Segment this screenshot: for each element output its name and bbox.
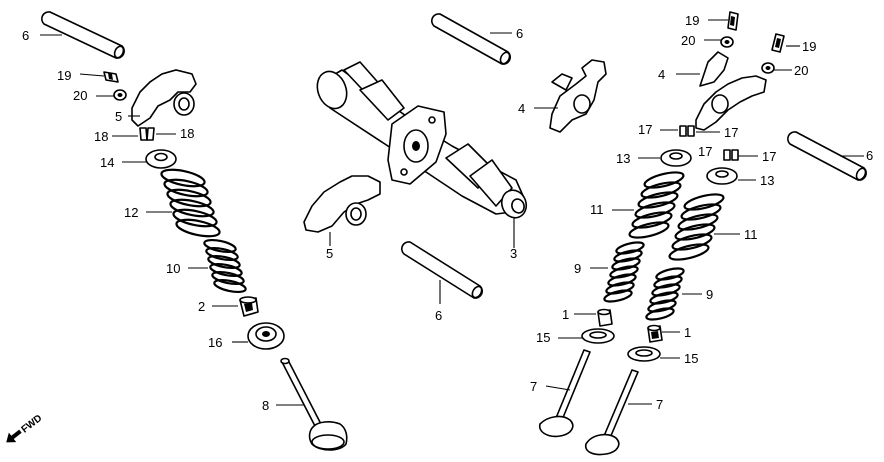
inner-valve-spring-right-b (645, 267, 685, 321)
outer-valve-spring-left (160, 168, 221, 238)
callout-20: 20 (681, 33, 695, 48)
fwd-arrow-icon: FWD (6, 413, 45, 443)
callout-9: 9 (574, 261, 581, 276)
callout-4: 4 (658, 67, 665, 82)
callout-6: 6 (516, 26, 523, 41)
callout-13: 13 (760, 173, 774, 188)
callout-16: 16 (208, 335, 222, 350)
callout-11: 11 (744, 227, 758, 242)
rocker-arm-right (695, 51, 767, 131)
adjusting-screw-right (771, 33, 785, 53)
callout-12: 12 (124, 205, 138, 220)
callout-13: 13 (616, 151, 630, 166)
callout-18: 18 (94, 129, 108, 144)
callout-15: 15 (684, 351, 698, 366)
callout-18: 18 (180, 126, 194, 141)
callout-2: 2 (198, 299, 205, 314)
stem-seal-left (239, 296, 259, 317)
adjusting-screw-top (727, 11, 739, 31)
camshaft (316, 61, 528, 219)
callout-6: 6 (435, 308, 442, 323)
callout-1: 1 (562, 307, 569, 322)
rocker-arm-center (549, 59, 607, 133)
callout-19: 19 (685, 13, 699, 28)
callout-17: 17 (638, 122, 652, 137)
rocker-shaft-left (40, 11, 126, 59)
fwd-label: FWD (20, 413, 45, 436)
inner-valve-spring-right-a (603, 241, 645, 303)
spring-retainer-right-b (706, 167, 738, 185)
lock-nut-top (720, 36, 734, 48)
stem-seal-right-a (597, 308, 613, 327)
outer-valve-spring-right-a (628, 171, 685, 239)
callout-9: 9 (706, 287, 713, 302)
spring-seat-right-b (627, 346, 661, 362)
rocker-arm-center-lower (303, 175, 381, 233)
lock-nut-left (113, 89, 127, 101)
spring-retainer-left (145, 149, 177, 169)
callout-3: 3 (510, 246, 517, 261)
spring-seat-left (247, 322, 285, 350)
callout-19: 19 (57, 68, 71, 83)
rocker-shaft-top-center (430, 13, 512, 65)
valve-cotters-right-a (679, 125, 695, 137)
valve-right-a (538, 349, 591, 438)
rocker-shaft-center (400, 241, 484, 299)
callout-11: 11 (590, 202, 604, 217)
callout-6: 6 (866, 148, 873, 163)
callout-19: 19 (802, 39, 816, 54)
callout-4: 4 (518, 101, 525, 116)
callout-17: 17 (724, 125, 738, 140)
spring-seat-right-a (581, 328, 615, 344)
callout-5: 5 (115, 109, 122, 124)
callout-20: 20 (794, 63, 808, 78)
callout-20: 20 (73, 88, 87, 103)
adjusting-screw-left (103, 71, 119, 83)
rocker-shaft-right (786, 131, 868, 181)
callout-5: 5 (326, 246, 333, 261)
spring-retainer-right-a (660, 149, 692, 167)
callout-6: 6 (22, 28, 29, 43)
outer-valve-spring-right-b (668, 193, 725, 261)
callout-7: 7 (530, 379, 537, 394)
callout-17: 17 (698, 144, 712, 159)
rocker-arm-left (131, 69, 197, 127)
callout-8: 8 (262, 398, 269, 413)
valve-left (280, 357, 348, 451)
valve-cotters-right-b (723, 149, 739, 161)
lock-nut-right (761, 62, 775, 74)
stem-seal-right-b (647, 324, 663, 343)
callout-17: 17 (762, 149, 776, 164)
callout-14: 14 (100, 155, 114, 170)
callout-10: 10 (166, 261, 180, 276)
callout-7: 7 (656, 397, 663, 412)
callout-1: 1 (684, 325, 691, 340)
valve-right-b (584, 369, 639, 456)
valve-cotters-left (139, 127, 155, 141)
inner-valve-spring-left (203, 238, 247, 294)
callout-15: 15 (536, 330, 550, 345)
